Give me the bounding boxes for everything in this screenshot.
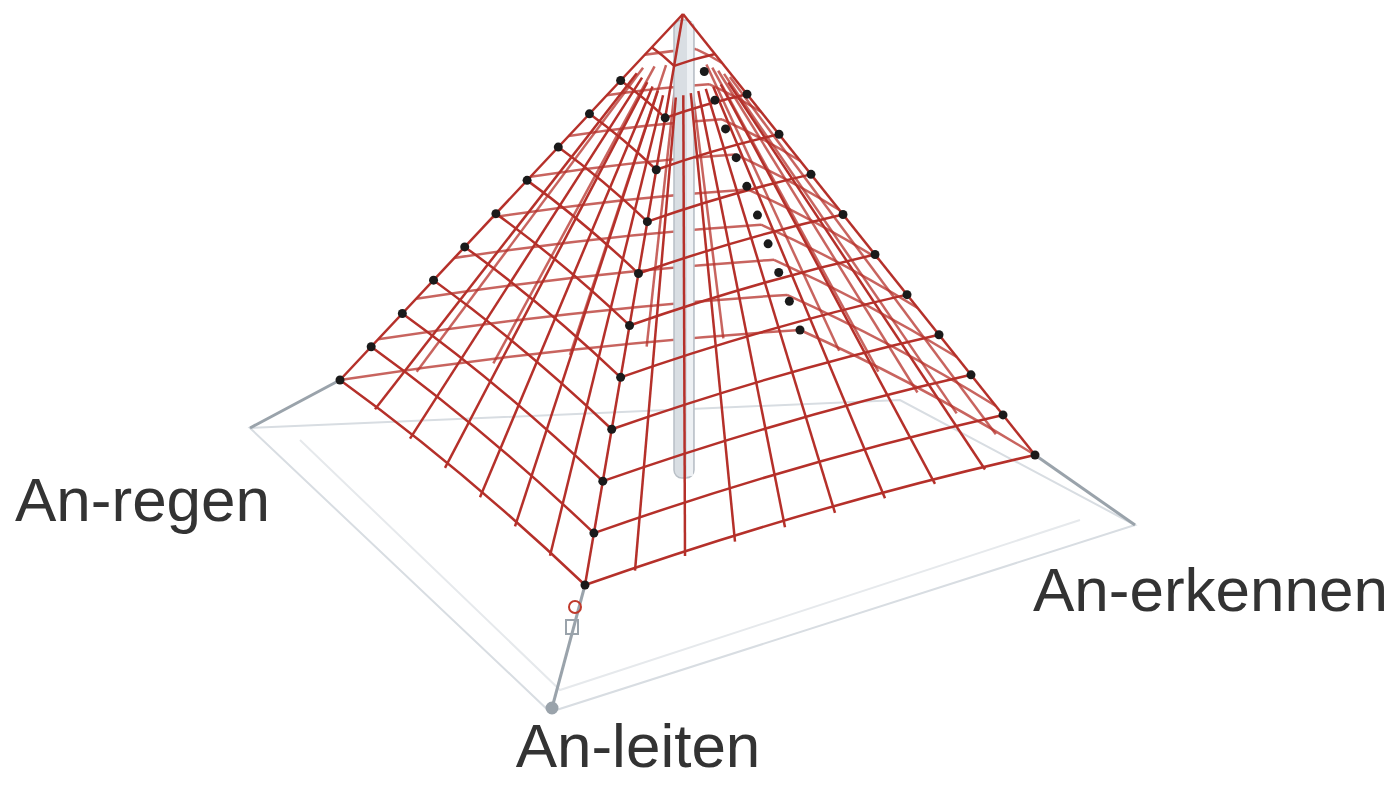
net-front <box>340 14 1035 585</box>
net-knot <box>523 176 532 185</box>
net-knot <box>607 425 616 434</box>
net-rope <box>647 174 811 221</box>
net-rope <box>515 91 658 527</box>
net-rope <box>706 89 835 513</box>
net-rope <box>417 68 643 372</box>
net-knot <box>775 130 784 139</box>
net-knot <box>554 143 563 152</box>
net-rope <box>445 82 647 468</box>
net-rope <box>402 313 602 481</box>
net-rope <box>465 247 621 377</box>
net-knot <box>774 268 783 277</box>
net-rope <box>683 14 1035 455</box>
net-knot <box>585 109 594 118</box>
net-knots <box>336 67 1040 590</box>
net-rope <box>652 47 674 66</box>
net-knot <box>661 113 670 122</box>
net-knot <box>903 290 912 299</box>
net-knot <box>367 342 376 351</box>
net-knot <box>598 477 607 486</box>
net-rope <box>724 74 957 413</box>
net-rope <box>621 295 907 378</box>
pole-shade <box>687 22 693 476</box>
net-rope <box>480 86 653 497</box>
net-knot <box>336 376 345 385</box>
net-knot <box>625 321 634 330</box>
net-knot <box>1031 451 1040 460</box>
net-knot <box>935 330 944 339</box>
net-rope <box>550 95 663 555</box>
net-rope <box>612 335 939 430</box>
net-knot <box>616 373 625 382</box>
net-knot <box>700 67 709 76</box>
corner-label: An-regen <box>15 466 270 534</box>
net-rope <box>721 84 935 483</box>
net-rope <box>728 82 985 469</box>
corner-label: An-erkennen <box>1033 556 1388 624</box>
net-knot <box>999 410 1008 419</box>
net-rope <box>630 255 875 326</box>
net-knot <box>796 326 805 335</box>
net-knot <box>581 581 590 590</box>
net-rope <box>371 347 594 533</box>
net-knot <box>743 90 752 99</box>
net-rope <box>674 54 715 66</box>
net-rope <box>340 14 683 380</box>
net-rope <box>656 134 779 169</box>
net-rope <box>713 87 885 499</box>
net-knot <box>652 165 661 174</box>
net-knot <box>785 297 794 306</box>
net-rope <box>665 94 747 118</box>
net-rope <box>603 375 971 481</box>
net-knot <box>710 96 719 105</box>
net-rope <box>585 455 1035 585</box>
net-knot <box>764 239 773 248</box>
net-rope <box>730 77 996 434</box>
net-rope <box>635 97 676 570</box>
net-knot <box>721 124 730 133</box>
net-knot <box>429 276 438 285</box>
net-knot <box>807 170 816 179</box>
net-rope <box>638 214 843 273</box>
net-knot <box>460 242 469 251</box>
net-rope <box>434 280 612 429</box>
net-rope <box>340 380 585 585</box>
net-knot <box>634 269 643 278</box>
net-knot <box>616 76 625 85</box>
net-knot <box>871 250 880 259</box>
net-knot <box>839 210 848 219</box>
net-knot <box>753 211 762 220</box>
net-knot <box>967 370 976 379</box>
net-knot <box>742 182 751 191</box>
net-knot <box>643 217 652 226</box>
net-knot <box>589 529 598 538</box>
net-rope <box>585 14 683 585</box>
net-knot <box>398 309 407 318</box>
net-knot <box>732 153 741 162</box>
net-knot <box>491 209 500 218</box>
net-rope <box>683 95 685 556</box>
corner-label: An-leiten <box>516 712 761 780</box>
